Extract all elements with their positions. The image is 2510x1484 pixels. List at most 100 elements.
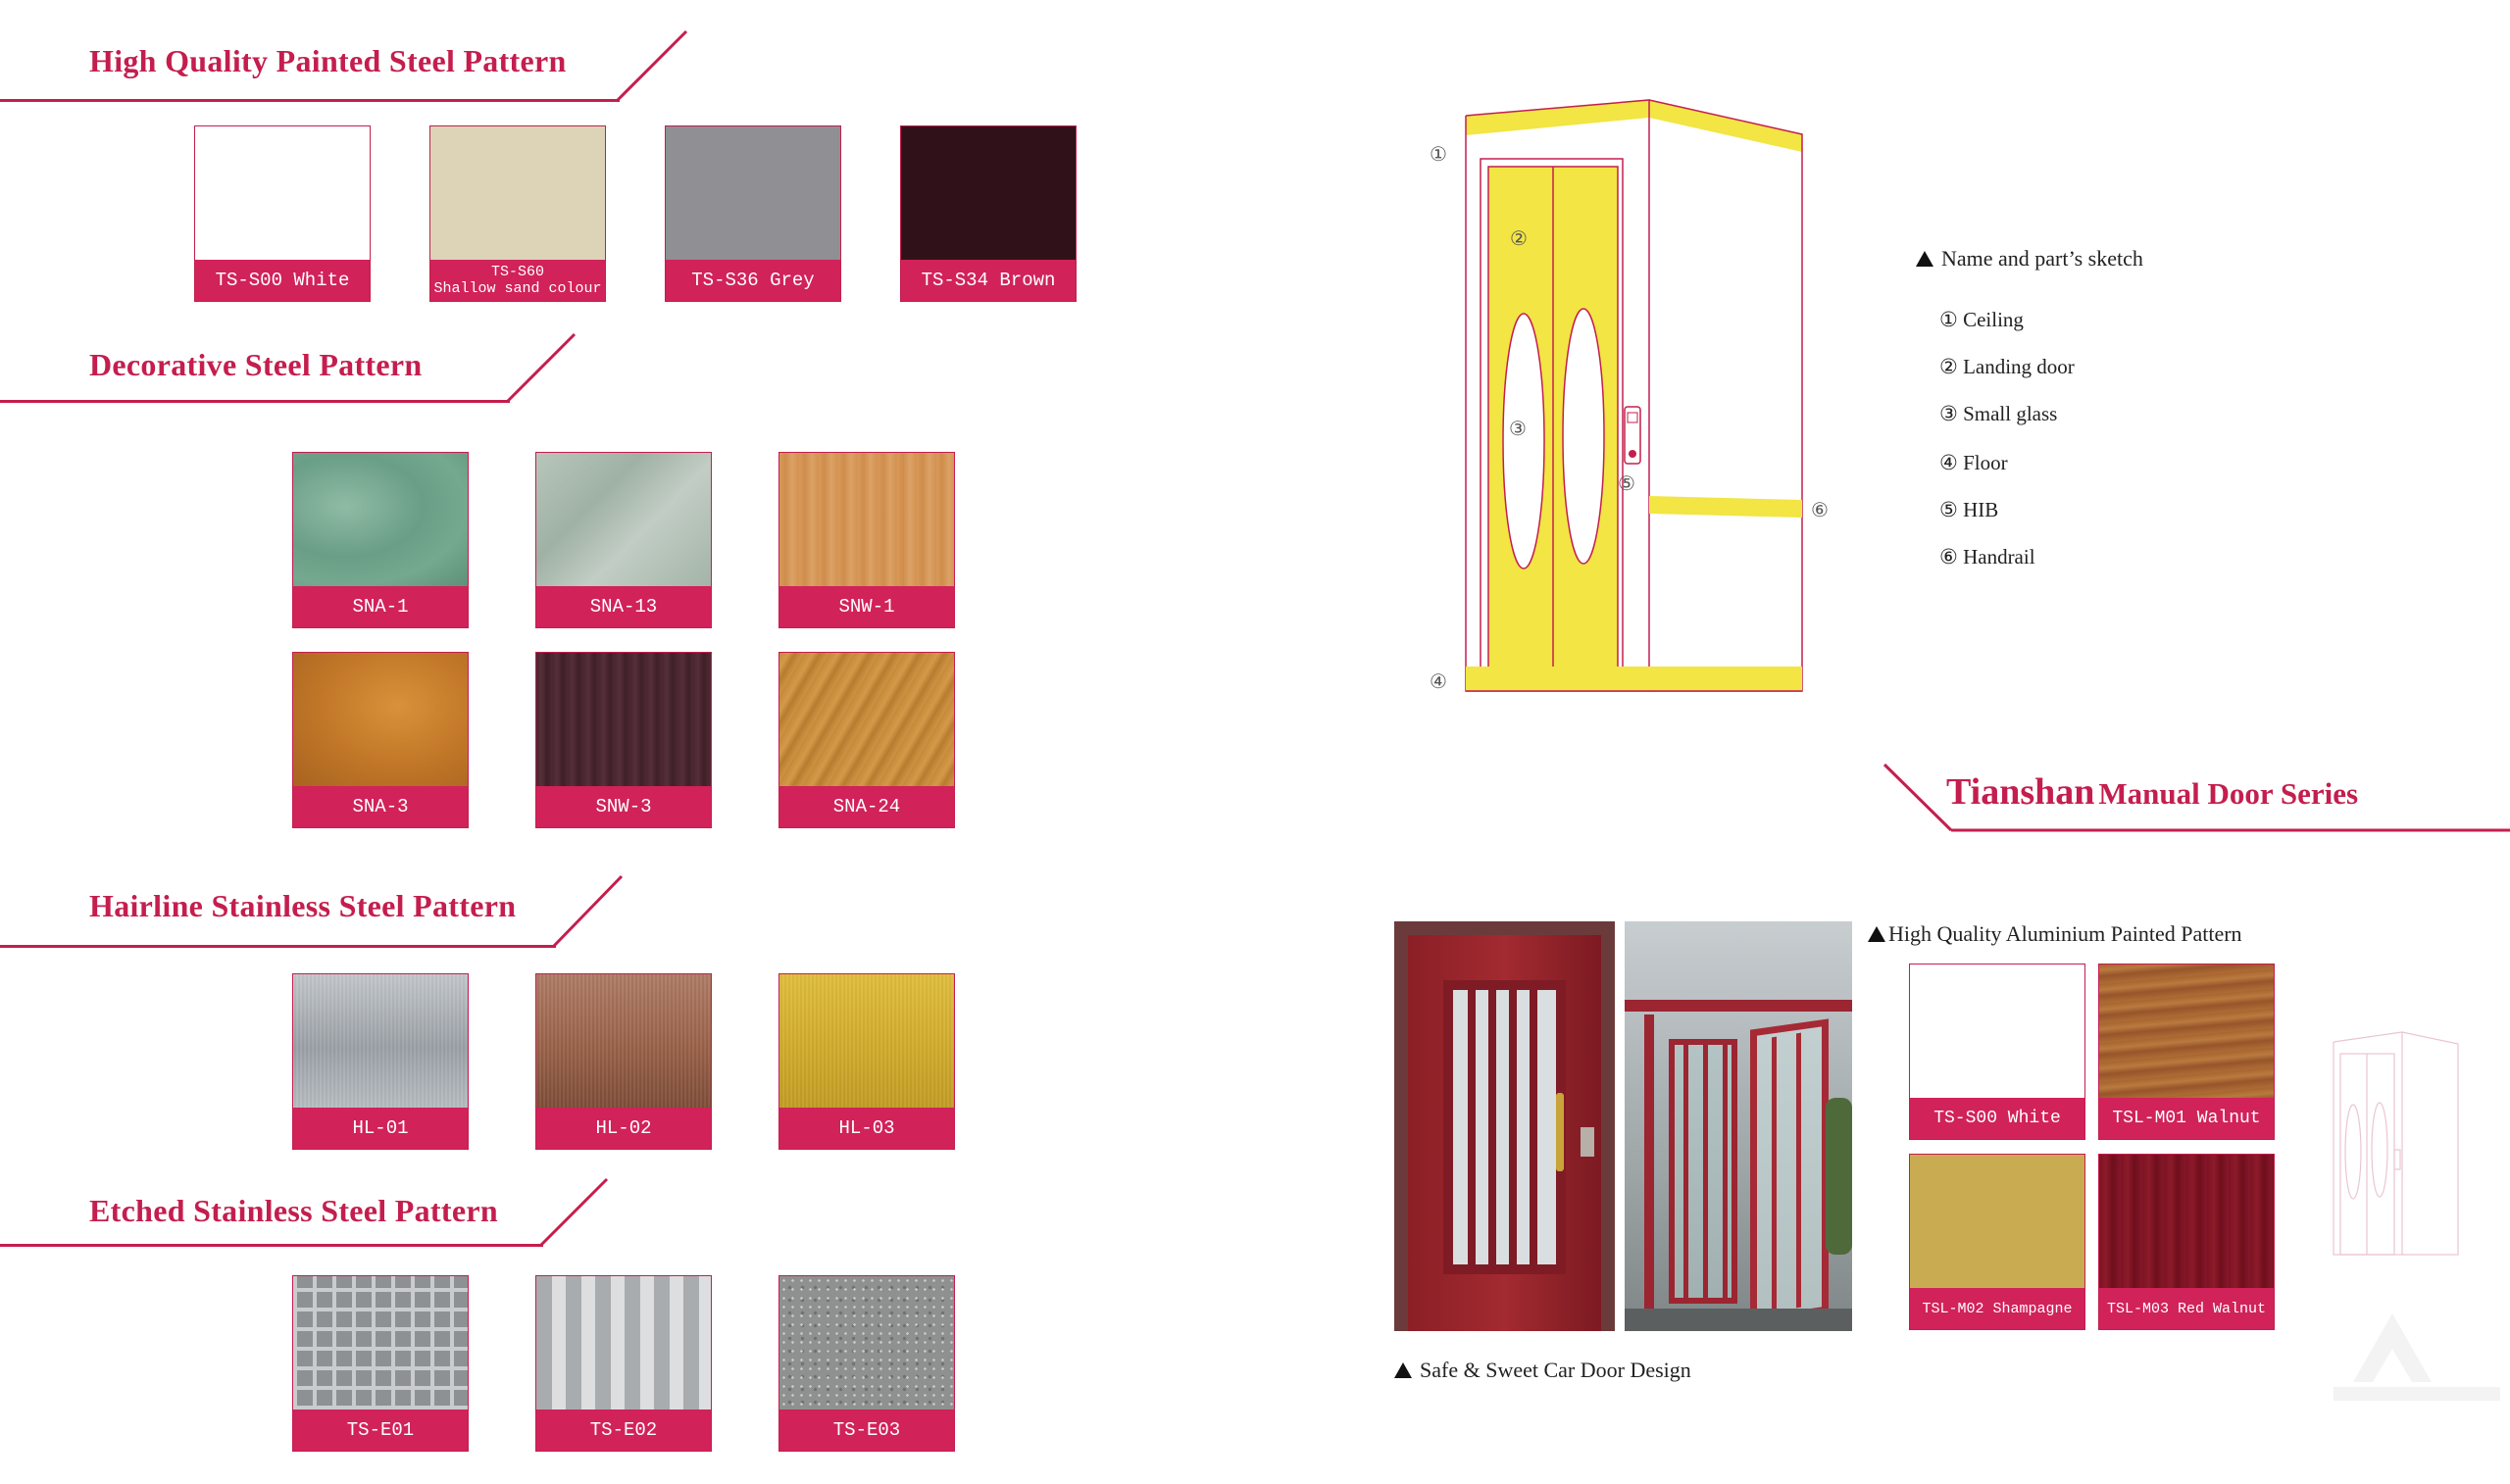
swatch-ts-s34: TS-S34 Brown (900, 125, 1077, 302)
swatch-texture (293, 1276, 468, 1410)
marker-1: ① (1430, 142, 1447, 166)
legend-label: Landing door (1963, 355, 2075, 378)
swatch-label: SNA-24 (779, 786, 954, 827)
slant-manual-door (1882, 763, 1953, 832)
swatch-texture (779, 1276, 954, 1410)
small-glass-right (1562, 308, 1605, 565)
swatch-color (1910, 965, 2084, 1098)
swatch-sna-24: SNA-24 (778, 652, 955, 828)
legend-label: Handrail (1963, 545, 2035, 569)
legend-label: HIB (1963, 498, 1999, 521)
legend-item: ⑤ HIB (1939, 498, 1998, 522)
swatch-ts-e02: TS-E02 (535, 1275, 712, 1452)
legend-item: ③ Small glass (1939, 402, 2057, 426)
triangle-icon (1394, 1362, 1412, 1378)
swatch-texture (2099, 965, 2274, 1098)
swatch-hl-02: HL-02 (535, 973, 712, 1150)
swatch-ts-s00: TS-S00 White (194, 125, 371, 302)
swatch-label: TSL-M03 Red Walnut (2099, 1288, 2274, 1329)
legend-num: ⑥ (1939, 545, 1958, 569)
swatch-label-line1: TS-S60 (490, 264, 544, 280)
swatch-ts-e01: TS-E01 (292, 1275, 469, 1452)
section-title-painted: High Quality Painted Steel Pattern (89, 43, 567, 78)
swatch-label: TS-S36 Grey (666, 260, 840, 301)
legend-num: ① (1939, 308, 1958, 331)
swatch-ts-e03: TS-E03 (778, 1275, 955, 1452)
swatch-label: SNW-1 (779, 586, 954, 627)
swatch-color (430, 126, 605, 260)
swatch-texture (293, 453, 468, 586)
pattern-heading: High Quality Aluminium Painted Pattern (1868, 921, 2242, 947)
triangle-icon (1868, 926, 1885, 942)
handrail (1649, 496, 1802, 518)
door-caption-text: Safe & Sweet Car Door Design (1420, 1358, 1691, 1382)
swatch-snw-3: SNW-3 (535, 652, 712, 828)
manual-door-series: Manual Door Series (2098, 776, 2359, 811)
swatch-texture (536, 974, 711, 1108)
slant-painted (616, 29, 688, 102)
swatch-sna-13: SNA-13 (535, 452, 712, 628)
section-rule (0, 99, 620, 102)
legend-num: ⑤ (1939, 498, 1958, 521)
section-title-decorative: Decorative Steel Pattern (89, 347, 423, 382)
swatch-label: TS-S34 Brown (901, 260, 1076, 301)
swatch-hl-01: HL-01 (292, 973, 469, 1150)
door-photo-closed (1394, 921, 1615, 1331)
legend-num: ② (1939, 355, 1958, 378)
ghost-cabin-sketch (2333, 1031, 2459, 1256)
slant-etched (539, 1177, 609, 1247)
watermark-logo (2334, 1313, 2500, 1401)
manual-door-brand: Tianshan (1946, 771, 2095, 813)
swatch-sna-3: SNA-3 (292, 652, 469, 828)
legend-title: Name and part’s sketch (1916, 246, 2143, 272)
slant-hairline (552, 874, 624, 948)
legend-label: Floor (1963, 451, 2008, 474)
hib-panel (1624, 406, 1641, 465)
swatch-color (901, 126, 1076, 260)
legend-item: ① Ceiling (1939, 308, 2024, 332)
legend-item: ④ Floor (1939, 451, 2008, 475)
door-photo-open (1625, 921, 1852, 1331)
legend-label: Ceiling (1963, 308, 2024, 331)
legend-item: ② Landing door (1939, 355, 2075, 379)
swatch-ts-s36: TS-S36 Grey (665, 125, 841, 302)
swatch-label: TSL-M01 Walnut (2099, 1098, 2274, 1139)
section-title-etched: Etched Stainless Steel Pattern (89, 1193, 498, 1228)
swatch-label: TS-E02 (536, 1410, 711, 1451)
marker-3: ③ (1509, 417, 1527, 440)
swatch-label: SNA-1 (293, 586, 468, 627)
swatch-label: TSL-M02 Shampagne (1910, 1288, 2084, 1329)
slant-decorative (506, 332, 577, 403)
swatch-label: HL-01 (293, 1108, 468, 1149)
marker-2: ② (1510, 226, 1528, 250)
door-caption: Safe & Sweet Car Door Design (1394, 1358, 1691, 1383)
small-glass-left (1502, 313, 1545, 569)
section-rule (0, 1244, 543, 1247)
swatch-tsl-m02: TSL-M02 Shampagne (1909, 1154, 2085, 1330)
manual-door-title: Tianshan Manual Door Series (1946, 770, 2358, 814)
swatch-texture (779, 653, 954, 786)
cabin-drawing (1465, 99, 1803, 692)
swatch-texture (536, 1276, 711, 1410)
ceiling-front (1466, 100, 1649, 135)
swatch-label: SNA-3 (293, 786, 468, 827)
swatch-color (1910, 1155, 2084, 1288)
marker-5: ⑤ (1618, 471, 1635, 495)
legend-title-text: Name and part’s sketch (1941, 246, 2143, 271)
swatch-label: TS-S00 White (1910, 1098, 2084, 1139)
swatch-texture (293, 974, 468, 1108)
section-rule (0, 945, 556, 948)
swatch-tsl-m03: TSL-M03 Red Walnut (2098, 1154, 2275, 1330)
section-rule (0, 400, 510, 403)
marker-4: ④ (1430, 669, 1447, 693)
swatch-tsl-m01: TSL-M01 Walnut (2098, 964, 2275, 1140)
swatch-texture (2099, 1155, 2274, 1288)
swatch-texture (779, 453, 954, 586)
legend-item: ⑥ Handrail (1939, 545, 2035, 569)
swatch-ts-s00-alu: TS-S00 White (1909, 964, 2085, 1140)
swatch-texture (536, 453, 711, 586)
swatch-texture (293, 653, 468, 786)
swatch-color (666, 126, 840, 260)
swatch-texture (536, 653, 711, 786)
legend-num: ④ (1939, 451, 1958, 474)
